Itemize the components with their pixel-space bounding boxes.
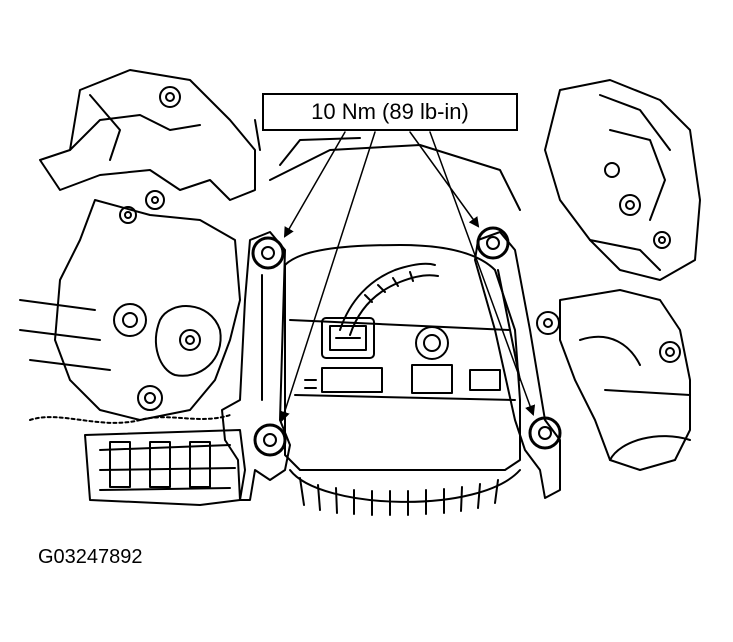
leader-to-lower-left-bolt xyxy=(279,131,376,422)
leader-to-upper-left-bolt xyxy=(283,131,346,238)
bolt-lower-right xyxy=(528,416,562,450)
alternator xyxy=(284,244,521,516)
figure-id: G03247892 xyxy=(38,546,143,568)
bolt-upper-left xyxy=(251,236,285,270)
callout-leader-lines xyxy=(279,131,536,422)
bolt-upper-right xyxy=(476,226,510,260)
leader-to-upper-right-bolt xyxy=(409,131,480,228)
torque-callout-label: 10 Nm (89 lb-in) xyxy=(311,99,469,124)
torque-callout: 10 Nm (89 lb-in) xyxy=(262,93,518,131)
leader-to-lower-right-bolt xyxy=(429,131,536,416)
bolt-lower-left xyxy=(253,423,287,457)
engine-background xyxy=(19,69,701,506)
